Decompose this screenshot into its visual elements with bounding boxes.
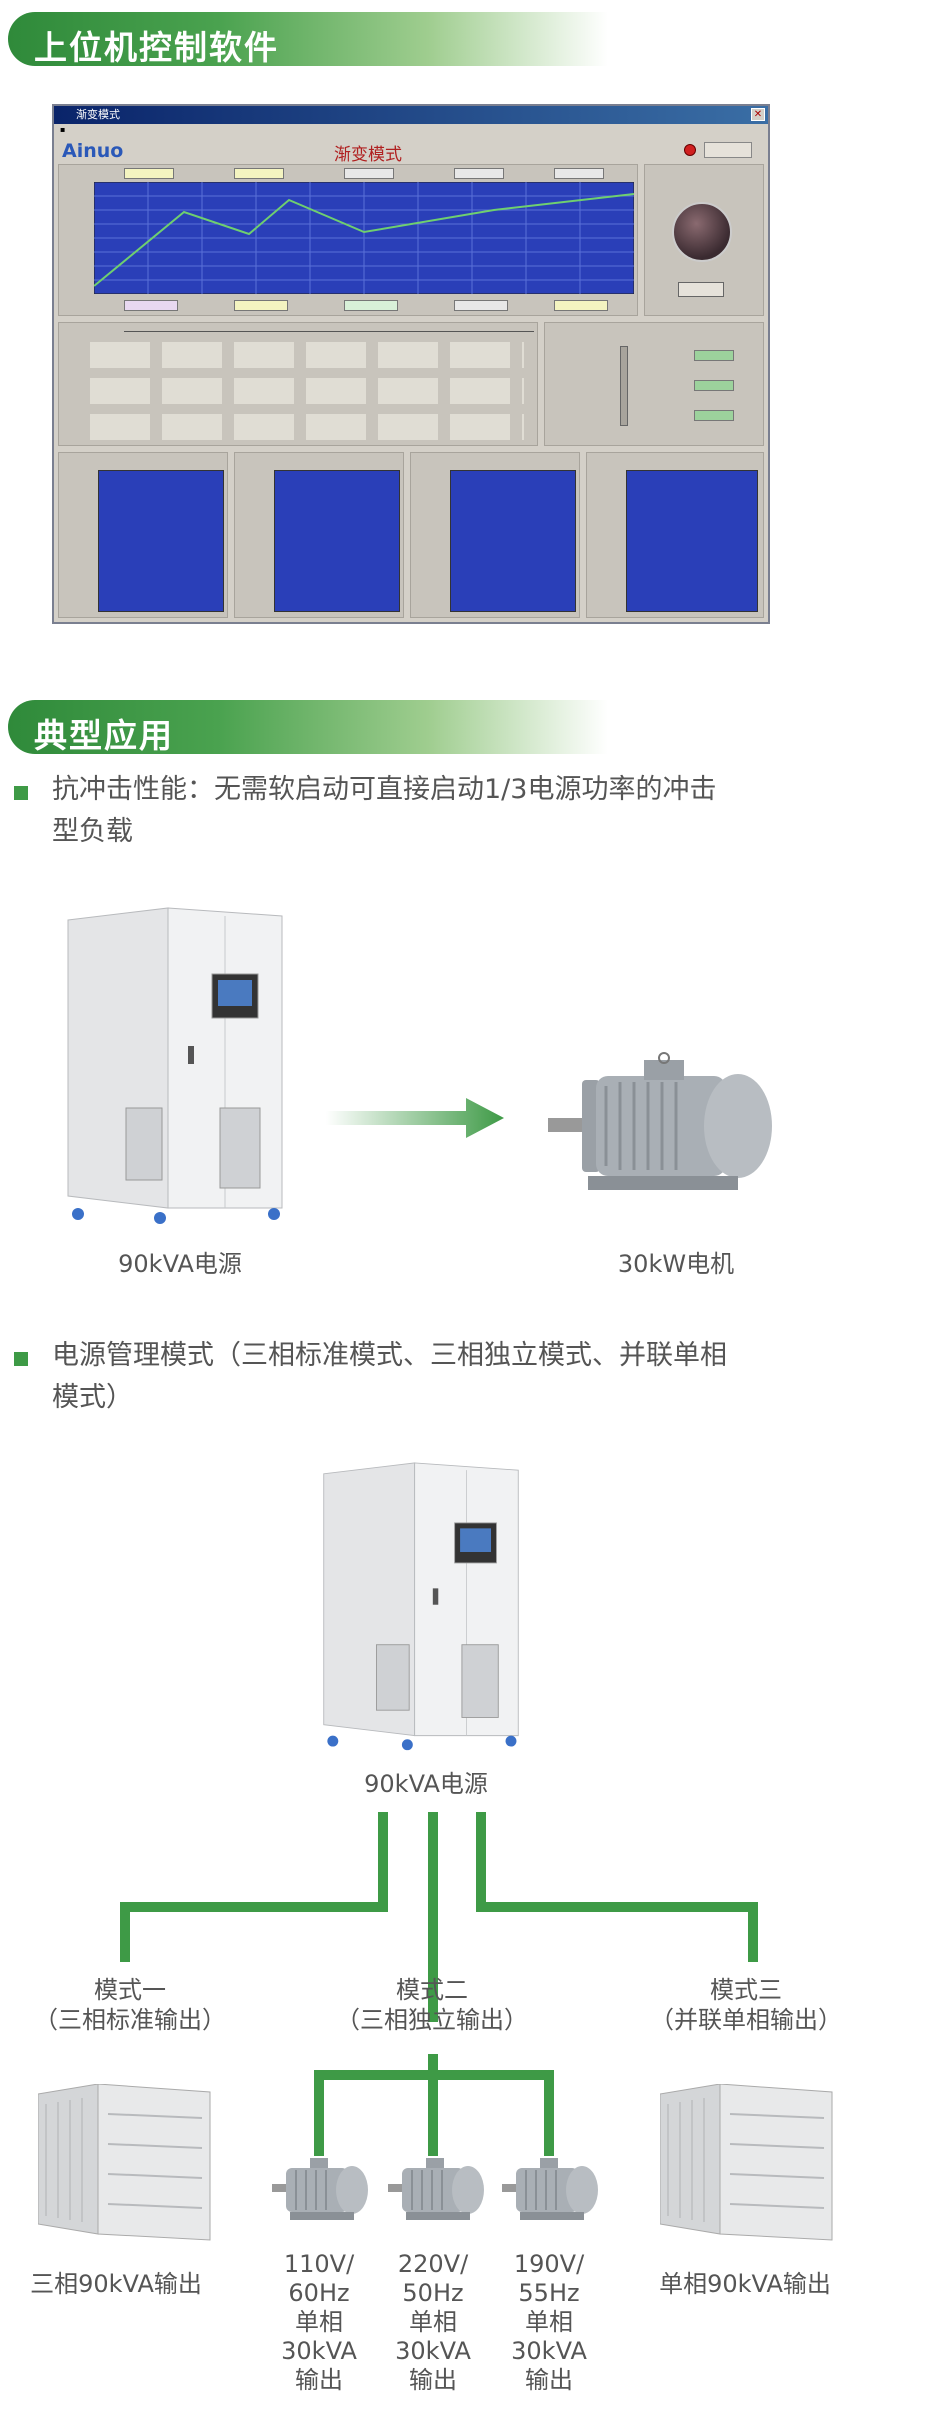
control-knob-icon [672,202,732,262]
chart-field [454,168,504,179]
mode1-desc: （三相标准输出） [34,2006,226,2034]
main-waveform-plot [94,182,634,294]
software-screenshot: 渐变模式 ✕ ▪ Ainuo 渐变模式 [52,104,770,624]
output-unit-image [660,2084,833,2241]
connector-line [428,1812,438,2022]
stop-button [704,142,752,158]
app1-motor-caption: 30kW电机 [617,1250,735,1278]
app2-source-caption: 90kVA电源 [364,1770,488,1798]
brand-logo: Ainuo [62,140,124,162]
output-unit-image [38,2084,211,2241]
chart-field [554,168,604,179]
time-field [454,300,508,311]
section-banner-applications: 典型应用 [8,700,608,755]
status-indicator-icon [684,144,696,156]
close-icon: ✕ [751,108,765,121]
mode2-name: 模式二 [396,1976,468,2004]
connector-line [428,2070,438,2156]
connector-line [120,1902,130,1962]
motor-image [548,1052,772,1190]
mode3-desc: （并联单相输出） [650,2006,842,2034]
arrow-right-icon [326,1098,504,1138]
phase-plot [274,470,400,612]
connector-line [748,1902,758,1962]
motor-image [502,2158,598,2220]
connector-line [544,2070,554,2156]
motor-output-caption: 220V/ 50Hz 单相 30kVA 输出 [395,2250,471,2394]
parameter-grid [84,342,524,442]
phase-plot [98,470,224,612]
motor-image [272,2158,368,2220]
section-title: 上位机控制软件 [34,28,279,67]
connector-line [120,1902,388,1912]
mode3-output-caption: 单相90kVA输出 [659,2270,831,2298]
connector-line [476,1902,758,1912]
power-cabinet-image [323,1462,519,1751]
bullet-square-icon [14,1352,28,1366]
bullet-square-icon [14,786,28,800]
power-cabinet-image [67,907,283,1224]
settings-field [694,410,734,421]
motor-output-caption: 110V/ 60Hz 单相 30kVA 输出 [281,2250,357,2394]
mode1-output-caption: 三相90kVA输出 [30,2270,202,2298]
chart-field [124,168,174,179]
mode2-desc: （三相独立输出） [336,2006,528,2034]
app1-text-line2: 型负载 [52,816,133,847]
section-title: 典型应用 [34,716,174,755]
app2-text-line1: 电源管理模式（三相标准模式、三相独立模式、并联单相 [52,1340,727,1371]
settings-field [694,380,734,391]
section-banner-software: 上位机控制软件 [8,12,608,67]
time-field [554,300,608,311]
window-title: 渐变模式 [76,108,120,121]
connector-line [476,1812,486,1912]
mode3-name: 模式三 [710,1976,782,2004]
chart-field [234,168,284,179]
time-field [234,300,288,311]
connector-line [314,2070,324,2156]
chart-field [344,168,394,179]
phase-plot [450,470,576,612]
motor-output-caption: 190V/ 55Hz 单相 30kVA 输出 [511,2250,587,2394]
window-menubar: ▪ [60,125,66,134]
mode1-name: 模式一 [94,1976,166,2004]
time-field [344,300,398,311]
window-heading: 渐变模式 [334,145,402,165]
settings-field [694,350,734,361]
window-titlebar: 渐变模式 ✕ [54,106,768,124]
time-field [124,300,178,311]
motor-image [388,2158,484,2220]
connector-line [378,1812,388,1912]
knob-button [678,282,724,297]
output-slider [124,326,534,332]
app1-source-caption: 90kVA电源 [118,1250,242,1278]
app1-text-line1: 抗冲击性能：无需软启动可直接启动1/3电源功率的冲击 [52,774,717,805]
app2-text-line2: 模式） [52,1382,133,1413]
phase-plot [626,470,758,612]
connector-line [428,2054,438,2078]
mode-slider [620,346,628,426]
